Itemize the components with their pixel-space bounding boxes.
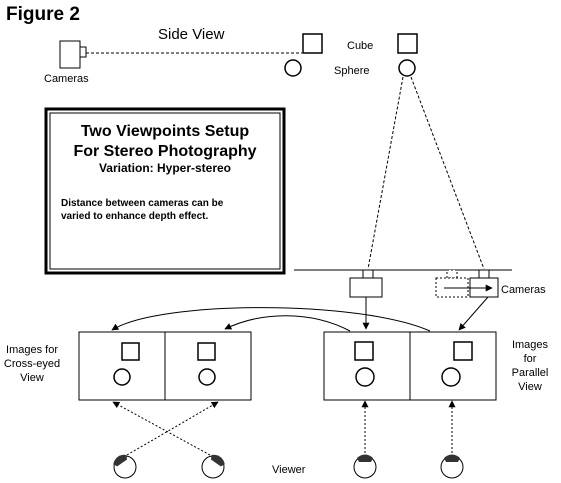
cross-right-cube-icon (197, 342, 216, 361)
cross-right-sphere-icon (198, 368, 216, 386)
cube-label: Cube (347, 40, 373, 52)
cross-label-line2: Cross-eyed (4, 358, 60, 370)
parallel-right-sphere-icon (441, 367, 461, 387)
parallel-label-line4: View (518, 381, 542, 393)
info-box (44, 107, 286, 275)
side-cube-icon (302, 33, 323, 54)
info-title-line2: For Stereo Photography (73, 143, 256, 160)
figure-label: Figure 2 (6, 4, 80, 25)
eye-icon (201, 454, 225, 479)
info-body-line1: Distance between cameras can be (61, 198, 224, 209)
sightline-left (367, 76, 404, 270)
side-camera-icon (59, 40, 87, 69)
side-view-title: Side View (158, 26, 225, 43)
curve-to-cross-left (111, 307, 431, 332)
cross-left-cube-icon (121, 342, 140, 361)
rail-camera-right (469, 269, 499, 298)
eye-icon (353, 454, 377, 479)
parallel-right-cube-icon (453, 341, 473, 361)
viewer-label: Viewer (272, 464, 306, 476)
cross-label-line1: Images for (6, 344, 58, 356)
curve-to-cross-right (224, 315, 351, 332)
cross-label-line3: View (20, 372, 44, 384)
eye-icon (440, 454, 464, 479)
parallel-label-line2: for (524, 353, 537, 365)
cross-sightline-right (112, 401, 211, 456)
side-cameras-label: Cameras (44, 73, 89, 85)
camera-to-parallel-right (458, 296, 489, 331)
parallel-label-line1: Images (512, 339, 549, 351)
info-subtitle: Variation: Hyper-stereo (99, 161, 231, 175)
cross-eyed-images (78, 331, 252, 401)
side-sphere-icon (284, 59, 302, 77)
info-title-line1: Two Viewpoints Setup (81, 123, 250, 140)
parallel-left-cube-icon (354, 341, 374, 361)
parallel-left-sphere-icon (355, 367, 375, 387)
rail-camera-left (349, 269, 383, 298)
info-body-line2: varied to enhance depth effect. (61, 211, 208, 222)
top-sphere-icon (398, 59, 416, 77)
rail-cameras-label: Cameras (501, 284, 546, 296)
cross-sightline-left (126, 401, 219, 456)
eye-icon (113, 454, 137, 479)
sightline-right (410, 76, 485, 270)
sphere-label: Sphere (334, 65, 369, 77)
parallel-label-line3: Parallel (512, 367, 549, 379)
rail-camera-ghost (435, 269, 469, 298)
cross-left-sphere-icon (113, 368, 131, 386)
top-cube-icon (397, 33, 418, 54)
